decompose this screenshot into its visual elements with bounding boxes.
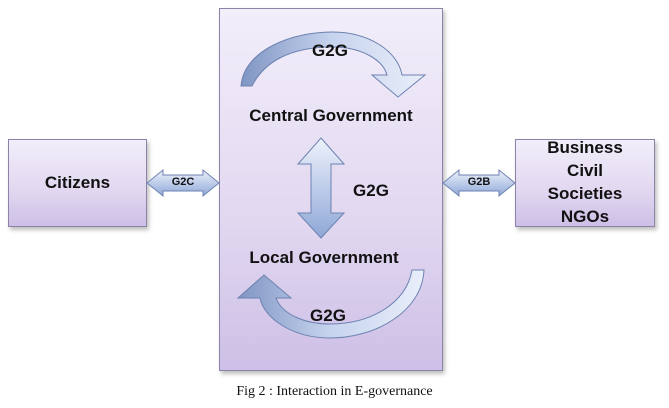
business-box xyxy=(515,139,655,227)
g2b-label: G2B xyxy=(467,176,491,188)
g2g-top-curved-arrow xyxy=(240,31,427,98)
g2g-middle-label: G2G xyxy=(353,181,389,200)
g2g-bottom-label: G2G xyxy=(310,306,346,325)
societies-line: Societies xyxy=(547,184,623,203)
g2g-top-label: G2G xyxy=(312,41,348,60)
local-government-label: Local Government xyxy=(249,248,399,267)
business-label: Business Civil Societies NGOs xyxy=(515,136,655,228)
g2b-double-arrow xyxy=(442,168,516,198)
g2g-vertical-double-arrow xyxy=(296,137,346,239)
g2g-bottom-curved-arrow xyxy=(236,269,425,339)
g2c-label: G2C xyxy=(171,176,195,188)
citizens-box xyxy=(8,139,147,227)
ngos-line: NGOs xyxy=(560,207,610,226)
figure-caption: Fig 2 : Interaction in E-governance xyxy=(236,384,433,399)
g2c-double-arrow xyxy=(146,168,220,198)
civil-line: Civil xyxy=(567,161,603,180)
citizens-label: Citizens xyxy=(44,173,111,192)
central-government-label: Central Government xyxy=(249,106,413,125)
business-line: Business xyxy=(547,138,623,157)
